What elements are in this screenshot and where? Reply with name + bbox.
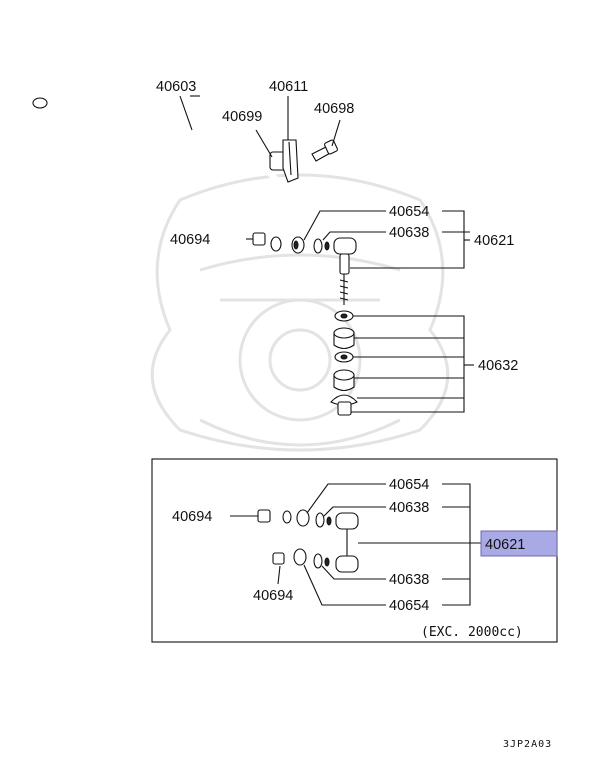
stabilizer-link-box — [335, 512, 359, 573]
label-40698[interactable]: 40698 — [314, 101, 354, 117]
cushion-40654-box1 — [296, 509, 310, 527]
label-40694-box2[interactable]: 40694 — [253, 588, 293, 604]
label-40621-box[interactable]: 40621 — [485, 537, 525, 553]
highlight-40621[interactable] — [480, 530, 558, 557]
bar-end-box — [282, 479, 297, 524]
label-40654-box1[interactable]: 40654 — [389, 477, 429, 493]
diagram-code: 3JP2A03 — [503, 739, 552, 750]
label-40603[interactable]: 40603 — [156, 79, 196, 95]
stabilizer-link-top — [333, 237, 357, 305]
label-40654-box2[interactable]: 40654 — [389, 598, 429, 614]
variant-note: (EXC. 2000cc) — [421, 625, 523, 640]
washer-40638-top — [313, 238, 330, 254]
leader-lines-box — [277, 483, 481, 606]
label-40611[interactable]: 40611 — [269, 79, 308, 95]
label-40638-top[interactable]: 40638 — [389, 225, 429, 241]
bracket-bolt — [311, 139, 338, 162]
label-40654-top[interactable]: 40654 — [389, 204, 429, 220]
washer-40638-box2 — [313, 553, 330, 569]
label-40699[interactable]: 40699 — [222, 109, 262, 125]
label-40638-box2[interactable]: 40638 — [389, 572, 429, 588]
nut-40694-top — [246, 232, 266, 246]
label-40694-top[interactable]: 40694 — [170, 232, 210, 248]
stabilizer-bar — [32, 91, 291, 252]
cushion-40654-box2 — [293, 548, 307, 566]
label-40638-box1[interactable]: 40638 — [389, 500, 429, 516]
label-40621-top[interactable]: 40621 — [474, 233, 514, 249]
leader-lines-top — [179, 95, 474, 413]
stabilizer-bushing — [269, 139, 299, 183]
washer-40638-box1 — [315, 512, 332, 528]
nut-40694-box1 — [230, 509, 271, 523]
watermark-emblem — [150, 173, 450, 452]
link-bushing-stack — [330, 310, 358, 416]
cushion-40654-top — [291, 236, 305, 254]
nut-40694-box2 — [272, 552, 285, 565]
label-40694-box1[interactable]: 40694 — [172, 509, 212, 525]
label-40632[interactable]: 40632 — [478, 358, 518, 374]
